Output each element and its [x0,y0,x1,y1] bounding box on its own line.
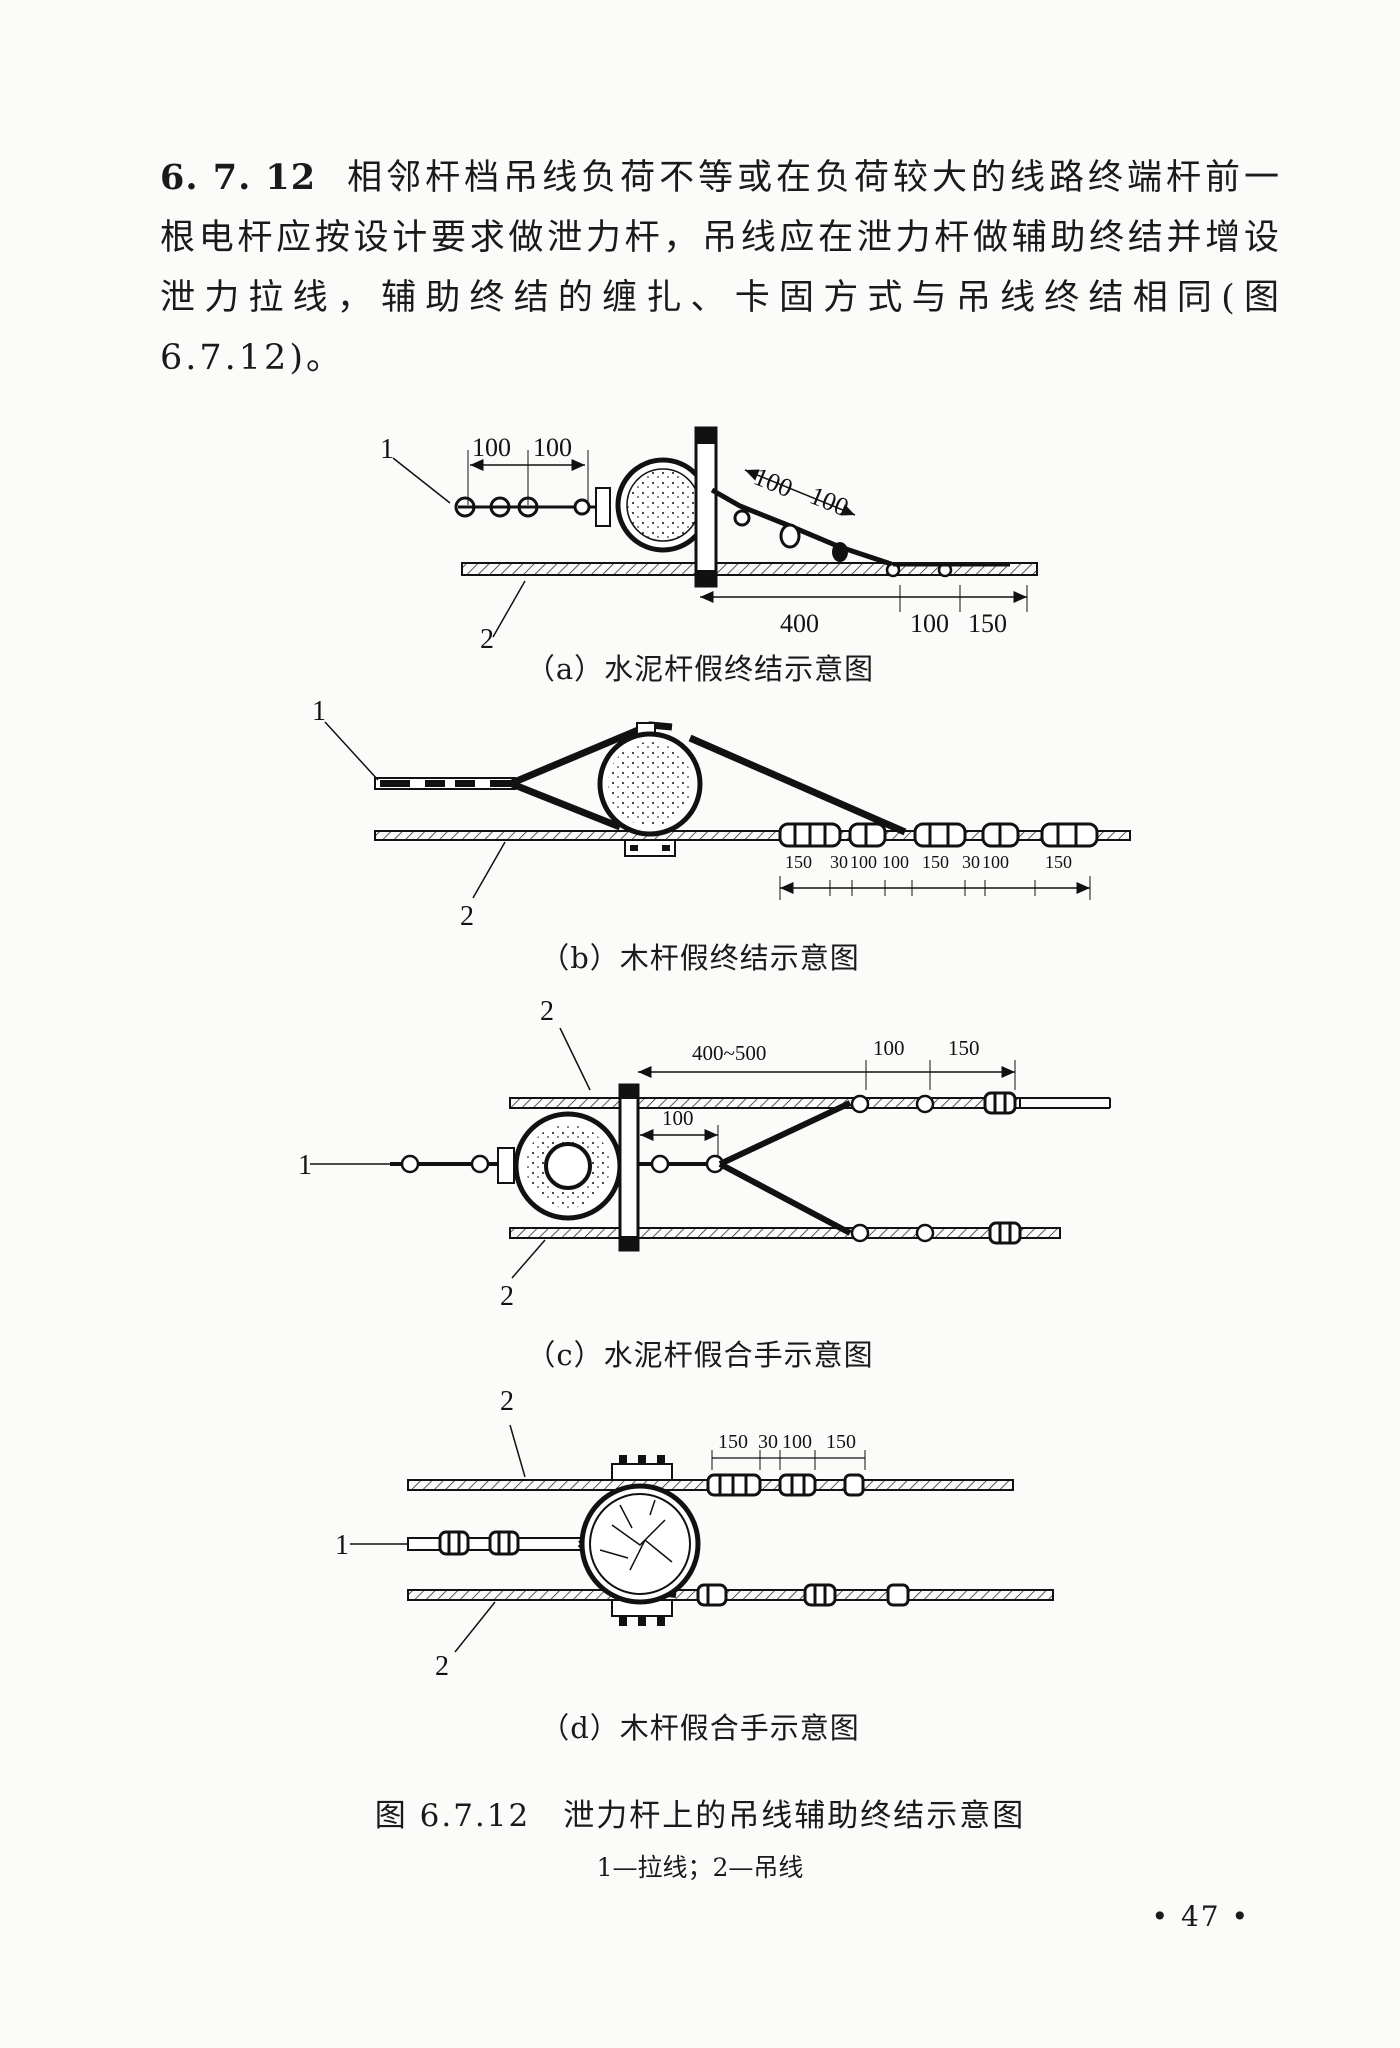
label-2-d-top: 2 [500,1386,514,1417]
section-number: 6. 7. 12 [160,157,317,198]
label-2-c-top: 2 [540,996,554,1027]
label-1-d: 1 [335,1530,349,1561]
label-1-c: 1 [298,1150,312,1181]
dim-b-4: 100 [882,852,909,872]
figure-legend: 1—拉线；2—吊线 [596,1853,804,1882]
dim-b-7: 100 [982,852,1009,872]
dim-a-1: 100 [472,433,511,462]
diagram-b: 1 2 150 30 100 100 150 30 100 150 [312,696,1131,932]
dim-c-3: 150 [948,1036,980,1060]
dim-d-4: 150 [826,1431,856,1453]
dim-a-4: 100 [806,481,853,522]
dim-b-6: 30 [962,852,980,872]
caption-a: （a）水泥杆假终结示意图 [525,652,875,686]
dim-a-6: 100 [910,609,949,638]
messenger-wire-c-bottom [509,1227,1061,1239]
label-2-c-bottom: 2 [500,1281,514,1312]
page-number: • 47 • [1151,1900,1250,1933]
dim-a-2: 100 [533,433,572,462]
caption-d: （d）木杆假合手示意图 [540,1711,860,1745]
pole-clamp-a [694,426,718,588]
section-text: 相邻杆档吊线负荷不等或在负荷较大的线路终端杆前一根电杆应按设计要求做泄力杆，吊线… [160,158,1282,378]
dim-b-5: 150 [922,852,949,872]
tie-wire-a [710,487,901,570]
dim-d-2: 30 [758,1431,778,1453]
dim-a-7: 150 [968,609,1007,638]
diagram-d: 2 1 2 150 30 100 150 [335,1386,1054,1682]
label-1-b: 1 [312,696,326,727]
label-2-a: 2 [480,624,494,655]
dim-b-1: 150 [785,852,812,872]
dim-b-8: 150 [1045,852,1072,872]
dim-c-2: 100 [873,1036,905,1060]
dim-a-3: 100 [750,462,797,503]
dim-c-1: 400~500 [692,1041,766,1065]
figure-title: 图 6.7.12 泄力杆上的吊线辅助终结示意图 [374,1798,1026,1834]
label-1-a: 1 [380,434,394,465]
caption-b: （b）木杆假终结示意图 [540,941,860,975]
dim-d-1: 150 [718,1431,748,1453]
dim-d-3: 100 [782,1431,812,1453]
dim-b-2: 30 [830,852,848,872]
label-2-d-bottom: 2 [435,1651,449,1682]
pole-clamp-c [618,1083,640,1252]
messenger-wire-c-top [509,1097,1021,1109]
label-2-b: 2 [460,901,474,932]
dim-b-3: 100 [850,852,877,872]
messenger-wire-d-bottom [407,1589,1054,1601]
dim-a-5: 400 [780,609,819,638]
diagram-a: 1 2 100 100 100 100 400 100 150 [380,426,1038,655]
dim-c-4: 100 [662,1106,694,1130]
messenger-wire-b [374,830,1131,841]
caption-c: （c）水泥杆假合手示意图 [526,1338,874,1372]
diagram-c: 2 1 2 400~500 100 150 100 [298,996,1111,1312]
